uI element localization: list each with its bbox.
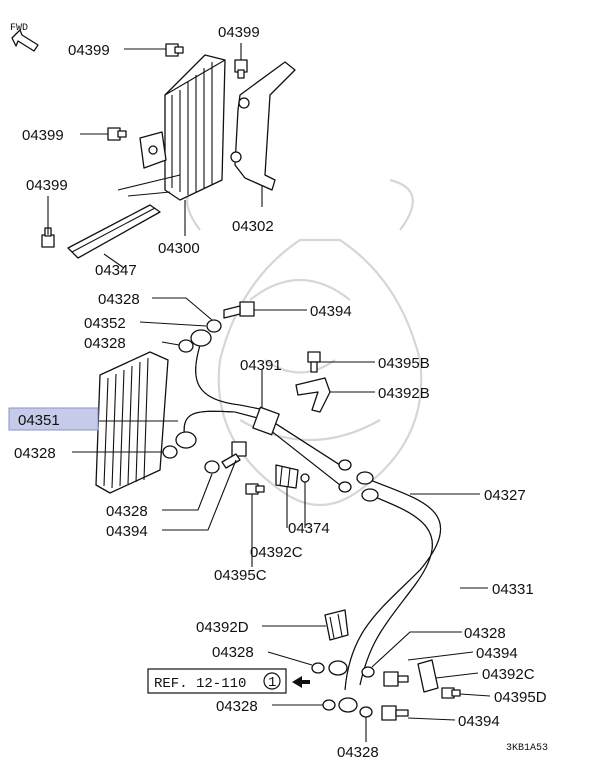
- label-04300[interactable]: 04300: [158, 240, 200, 257]
- label-04352[interactable]: 04352: [84, 315, 126, 332]
- arrow-left-icon: [292, 676, 310, 688]
- label-04399-d[interactable]: 04399: [26, 177, 68, 194]
- label-04328-f[interactable]: 04328: [212, 644, 254, 661]
- label-04395b[interactable]: 04395B: [378, 355, 430, 372]
- washer-04352: [206, 319, 222, 333]
- reference-text: REF. 12-110: [154, 676, 246, 692]
- bolt-04395c: [245, 483, 265, 495]
- grommet-04374: [300, 473, 310, 483]
- label-04392b[interactable]: 04392B: [378, 385, 430, 402]
- bolt-04394-a: [223, 301, 255, 319]
- fwd-arrow-icon: [11, 29, 39, 52]
- diagram-code: 3KB1A53: [506, 743, 548, 754]
- pipe-assembly: [175, 329, 341, 486]
- bracket-upper: [230, 61, 296, 191]
- label-04327[interactable]: 04327: [484, 487, 526, 504]
- reference-circled-number: 1: [268, 675, 276, 691]
- leader-lines: [47, 43, 491, 742]
- label-04394-a[interactable]: 04394: [310, 303, 352, 320]
- bracket-04392b: [295, 377, 331, 413]
- washer-lower-c: [204, 460, 220, 474]
- label-04328-a[interactable]: 04328: [98, 291, 140, 308]
- label-04392c-b[interactable]: 04392C: [482, 666, 535, 683]
- washer-lower-f: [361, 666, 375, 678]
- label-04328-c[interactable]: 04328: [14, 445, 56, 462]
- bolt-upper-c: [107, 127, 127, 141]
- label-04392d[interactable]: 04392D: [196, 619, 249, 636]
- label-04394-b[interactable]: 04394: [106, 523, 148, 540]
- label-04328-d[interactable]: 04328: [106, 503, 148, 520]
- label-04395d[interactable]: 04395D: [494, 689, 547, 706]
- clamp-04392d: [324, 609, 349, 641]
- label-04394-d[interactable]: 04394: [458, 713, 500, 730]
- oil-cooler-upper: [139, 54, 226, 201]
- washer-lower-a: [178, 339, 194, 353]
- bolt-04395b: [307, 351, 321, 373]
- label-04328-g[interactable]: 04328: [216, 698, 258, 715]
- part-labels: 04399 04399 04399 04399 04302 04300 0434…: [14, 24, 547, 761]
- label-04347[interactable]: 04347: [95, 262, 137, 279]
- highlight-04351: [8, 407, 99, 431]
- bolt-04394-b: [221, 441, 247, 469]
- bolt-upper-b: [234, 59, 248, 79]
- label-04399-b[interactable]: 04399: [218, 24, 260, 41]
- cooler-guide-line: [117, 174, 181, 197]
- washer-lower-e: [311, 662, 325, 674]
- label-04302[interactable]: 04302: [232, 218, 274, 235]
- label-04399-c[interactable]: 04399: [22, 127, 64, 144]
- clamp-04392c-a: [275, 464, 299, 489]
- label-04328-h[interactable]: 04328: [337, 744, 379, 761]
- label-04328-e[interactable]: 04328: [464, 625, 506, 642]
- bolt-upper-a: [165, 43, 184, 57]
- bolt-04394-d: [381, 705, 409, 721]
- oil-cooler-lower: [95, 351, 169, 494]
- washer-lower-g: [322, 699, 336, 711]
- label-04374[interactable]: 04374: [288, 520, 330, 537]
- washer-lower-h: [359, 706, 373, 718]
- label-04391[interactable]: 04391: [240, 357, 282, 374]
- washer-lower-b: [162, 445, 178, 459]
- hose-assembly: [328, 459, 442, 713]
- bolt-04395d: [441, 687, 461, 699]
- bolt-04394-c: [383, 671, 409, 687]
- fwd-label: FWD: [10, 23, 28, 34]
- label-04351[interactable]: 04351: [18, 412, 60, 429]
- label-04331[interactable]: 04331: [492, 581, 534, 598]
- reference-box: REF. 12-110 1: [147, 668, 287, 694]
- label-04328-b[interactable]: 04328: [84, 335, 126, 352]
- label-04392c-a[interactable]: 04392C: [250, 544, 303, 561]
- strap: [67, 204, 161, 259]
- label-04394-c[interactable]: 04394: [476, 645, 518, 662]
- label-04399-a[interactable]: 04399: [68, 42, 110, 59]
- label-04395c[interactable]: 04395C: [214, 567, 267, 584]
- clamp-04392c-b: [417, 659, 439, 693]
